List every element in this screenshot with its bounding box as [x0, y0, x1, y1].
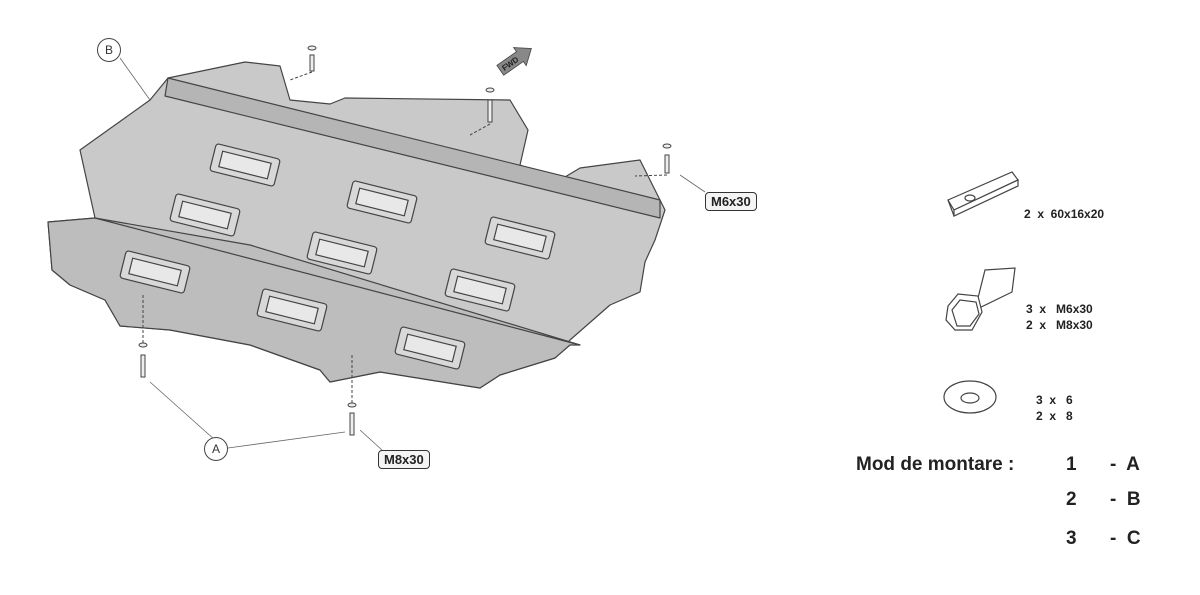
bolts [138, 45, 672, 436]
part-washer-qty-1: 3 x 6 [1036, 393, 1073, 407]
washer-icon [943, 380, 997, 414]
bolt-label-m6x30: M6x30 [705, 192, 757, 211]
callout-b: B [97, 38, 121, 62]
bolt-icon [138, 295, 148, 378]
bolt-label-m8x30: M8x30 [378, 450, 430, 469]
mounting-label: Mod de montare : [856, 454, 1015, 475]
bolt-icon [347, 355, 357, 436]
mounting-num-2: 2 [1066, 489, 1077, 510]
mounting-letter-2: - B [1110, 489, 1141, 510]
part-spacer-qty: 2 x 60x16x20 [1024, 207, 1105, 221]
bolt-icon [469, 87, 495, 136]
plate-spacer-icon [947, 171, 1019, 217]
leader-lines [119, 57, 706, 451]
mounting-letter-1: - A [1110, 454, 1140, 475]
skid-plate [47, 61, 666, 389]
bolt-icon [634, 143, 672, 177]
mounting-num-1: 1 [1066, 454, 1077, 475]
fwd-arrow-icon: FWD [496, 47, 532, 76]
mounting-num-3: 3 [1066, 528, 1077, 549]
bolt-icon [945, 267, 1016, 331]
part-bolt-qty-1: 3 x M6x30 [1026, 302, 1093, 316]
part-washer-qty-2: 2 x 8 [1036, 409, 1073, 423]
plate-windows [119, 143, 556, 370]
mounting-letter-3: - C [1110, 528, 1141, 549]
part-bolt-qty-2: 2 x M8x30 [1026, 318, 1093, 332]
callout-a: A [204, 437, 228, 461]
bolt-icon [289, 45, 317, 81]
